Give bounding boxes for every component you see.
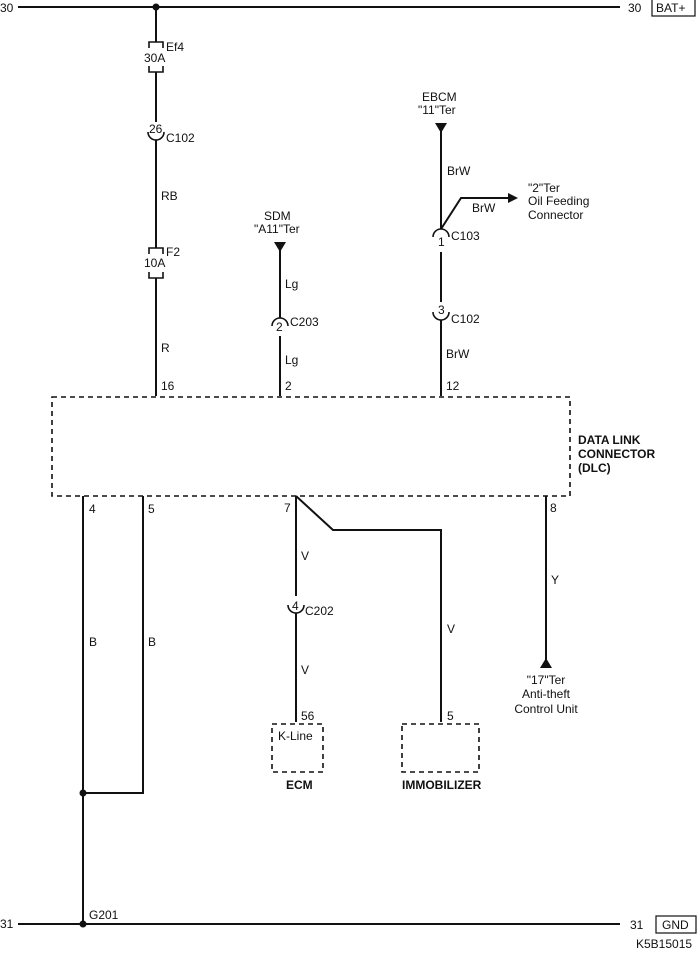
bat-plus-box <box>651 0 696 17</box>
connector-pin: 4 <box>292 599 299 613</box>
connector-c202-icon <box>287 604 305 614</box>
fuse-f2-rating: 10A <box>144 256 165 270</box>
antitheft-label-1: Anti-theft <box>522 687 571 701</box>
arrow-right-icon <box>508 193 518 203</box>
ebcm-branch: EBCM "11"Ter BrW BrW "2"Ter Oil Feeding … <box>418 90 589 396</box>
oil-branch-wire <box>440 197 508 230</box>
ebcm-terminal: "11"Ter <box>418 103 456 117</box>
oil-terminal: "2"Ter <box>528 181 560 195</box>
dlc-pin-12: 12 <box>446 379 460 393</box>
connector-id: C102 <box>166 131 195 145</box>
ground-rail-number-left: 31 <box>0 917 14 931</box>
wire-color-b-4: B <box>89 635 97 649</box>
connector-id: C103 <box>451 229 480 243</box>
immobilizer-wire <box>295 495 442 722</box>
ebcm-label: EBCM <box>422 90 457 104</box>
ecm-title: ECM <box>286 778 313 792</box>
fuse-f2-top <box>148 247 164 254</box>
wire-color-brw-lower: BrW <box>446 347 470 361</box>
splice-dot <box>79 789 87 797</box>
dlc-title-2: CONNECTOR <box>578 447 655 461</box>
connector-id: C202 <box>305 604 334 618</box>
connector-pin: 3 <box>438 303 445 317</box>
kline-branch: 7 V 4 C202 V V <box>284 495 455 722</box>
immobilizer-title: IMMOBILIZER <box>402 778 482 792</box>
ecm-pin: 56 <box>301 709 315 723</box>
wire-color-r: R <box>161 341 170 355</box>
sdm-branch: SDM "A11"Ter Lg 2 C203 Lg 2 <box>254 209 319 396</box>
figure-id: K5B15015 <box>636 937 692 951</box>
antitheft-label-2: Control Unit <box>514 702 578 716</box>
fuse-f2-id: F2 <box>166 245 180 259</box>
power-rail: 30 30 BAT+ <box>0 0 696 17</box>
sdm-terminal: "A11"Ter <box>254 222 300 236</box>
wire-color-brw-branch: BrW <box>472 201 496 215</box>
wire-color-v-immo: V <box>447 622 455 636</box>
antitheft-terminal: "17"Ter <box>527 673 566 687</box>
dlc-outline <box>51 396 571 497</box>
fuse-f2-bottom <box>148 272 164 279</box>
fuse-ef4-bottom <box>148 66 164 73</box>
ecm-module: 56 K-Line ECM <box>271 709 324 792</box>
ground-point-label: G201 <box>89 908 119 922</box>
connector-id: C203 <box>290 315 319 329</box>
connector-pin: 1 <box>438 235 445 249</box>
connector-pin: 26 <box>149 122 163 136</box>
gnd-label: GND <box>662 918 689 932</box>
dlc-title-1: DATA LINK <box>578 433 641 447</box>
dlc-pin-7: 7 <box>284 501 291 515</box>
wire-color-y: Y <box>551 573 559 587</box>
dlc-pin-5: 5 <box>148 502 155 516</box>
connector-c102-3-icon <box>432 311 450 321</box>
oil-label-2: Connector <box>528 208 583 222</box>
bat-plus-label: BAT+ <box>656 1 685 15</box>
oil-label-1: Oil Feeding <box>528 194 589 208</box>
wire <box>83 496 144 794</box>
dlc-pin-16: 16 <box>161 379 175 393</box>
dlc-pin-4: 4 <box>89 502 96 516</box>
ecm-kline-label: K-Line <box>278 729 313 743</box>
terminal-arrow-icon <box>540 658 552 668</box>
wire-color-lg-lower: Lg <box>285 353 298 367</box>
wire-color-brw-upper: BrW <box>447 164 471 178</box>
ground-branch: 4 B 5 B G201 <box>79 496 156 928</box>
gnd-box <box>655 915 697 934</box>
connector-pin: 2 <box>276 320 283 334</box>
connector-c103-icon <box>432 228 450 238</box>
wire-color-rb: RB <box>161 189 178 203</box>
wire-color-v-ecm-lower: V <box>301 663 309 677</box>
connector-id: C102 <box>451 312 480 326</box>
wire-color-b-5: B <box>148 635 156 649</box>
dlc-pin-8: 8 <box>550 501 557 515</box>
fuse-ef4-id: Ef4 <box>166 40 184 54</box>
connector-c102-26-icon <box>147 131 165 141</box>
fuse-ef4-rating: 30A <box>144 51 165 65</box>
fuse-branch: Ef4 30A 26 C102 RB F2 10A R 16 <box>144 7 195 396</box>
antitheft-branch: 8 Y "17"Ter Anti-theft Control Unit <box>514 496 578 716</box>
ground-rail-number-right: 31 <box>630 918 644 932</box>
immobilizer-outline <box>401 723 480 773</box>
immobilizer-module: 5 IMMOBILIZER <box>401 709 482 792</box>
fuse-ef4-top <box>148 41 164 48</box>
connector-c203-icon <box>271 317 289 327</box>
immobilizer-pin: 5 <box>447 709 454 723</box>
dlc-box: DATA LINK CONNECTOR (DLC) <box>51 396 655 497</box>
wire-color-v-ecm-upper: V <box>301 549 309 563</box>
sdm-label: SDM <box>264 209 291 223</box>
dlc-pin-2: 2 <box>285 379 292 393</box>
dlc-title-3: (DLC) <box>578 461 611 475</box>
wire-color-lg-upper: Lg <box>285 277 298 291</box>
ground-rail: 31 31 GND <box>0 915 697 934</box>
power-rail-number-right: 30 <box>628 1 642 15</box>
ecm-outline <box>271 723 324 773</box>
power-rail-number-left: 30 <box>0 1 14 15</box>
